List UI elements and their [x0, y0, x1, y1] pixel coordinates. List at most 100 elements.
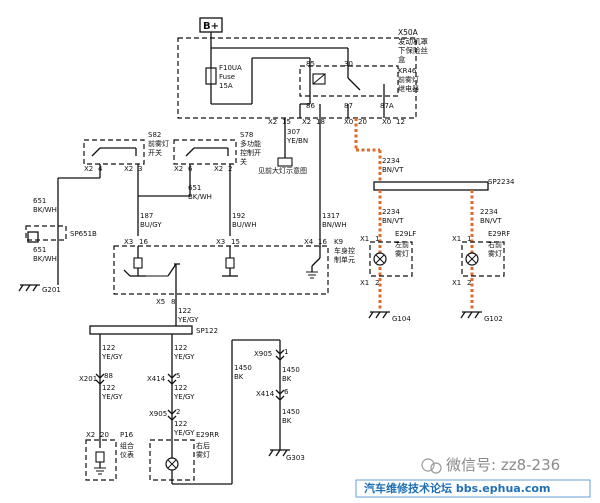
- wire-122a-color: YE/GY: [177, 316, 199, 324]
- wire-1450a-num: 1450: [234, 364, 252, 372]
- wire-122e-color: YE/GY: [173, 393, 195, 401]
- e29lf-pin-2: 2: [375, 279, 379, 287]
- s78-id: S78: [240, 131, 253, 139]
- wire-2234a-num: 2234: [382, 157, 400, 165]
- conn-x0-12-b: 12: [396, 118, 405, 126]
- relay-pin-30: 30: [344, 60, 353, 68]
- wire-307-color: YE/BN: [286, 137, 308, 145]
- wire-187-color: BU/GY: [140, 221, 162, 229]
- wire-1450c-num: 1450: [282, 408, 300, 416]
- wire-187-num: 187: [140, 212, 153, 220]
- wire-651b-num: 651: [188, 184, 201, 192]
- conn-x2-15-b: 15: [282, 118, 291, 126]
- p16-pin-20: 20: [100, 431, 109, 439]
- fuse-box-id: X50A: [398, 28, 419, 37]
- forum-banner-text: 汽车维修技术论坛 bbs.ephua.com: [364, 481, 550, 495]
- e29rf-id: E29RF: [488, 230, 510, 238]
- k9-pin-x5: X5: [156, 298, 165, 306]
- e29lf-pin-1: 1: [375, 235, 379, 243]
- wire-651a-num: 651: [33, 197, 46, 205]
- s82-name1: 前雾灯: [148, 139, 169, 148]
- e29lf-pin-x1: X1: [360, 235, 369, 243]
- wire-1450c-color: BK: [282, 417, 292, 425]
- k9-pin-16a: 16: [139, 238, 148, 246]
- e29lf-id: E29LF: [395, 230, 416, 238]
- lamp-e29rf: X1 1 X1 2 E29RF 右前 雾灯: [452, 230, 510, 287]
- splice-sp651b-box: [27, 231, 39, 243]
- fuse-box-name1: 发动机罩: [398, 36, 428, 46]
- e29rf-name1: 右前: [488, 240, 502, 249]
- wire-122f-color: YE/GY: [173, 429, 195, 437]
- wire-122a-num: 122: [178, 307, 191, 315]
- relay-pin-86: 86: [306, 102, 315, 110]
- wire-651c-color: BK/WH: [33, 255, 57, 263]
- relay-name1: 前雾灯: [398, 75, 419, 84]
- fuse-box-name2: 下保险丝: [398, 45, 428, 55]
- e29rr-name1: 右后: [196, 441, 210, 450]
- wire-122c-color: YE/GY: [101, 393, 123, 401]
- conn-x905a-pin: 2: [176, 408, 180, 416]
- conn-x414b: X414: [256, 390, 275, 398]
- s82-pin-x2a: X2: [84, 165, 93, 173]
- k9-pin-x3a: X3: [124, 238, 133, 246]
- e29rf-pin-1: 1: [467, 235, 471, 243]
- e29lf-pin-x1b: X1: [360, 279, 369, 287]
- fuse-rating: 15A: [219, 82, 233, 90]
- k9-pin-x4: X4: [304, 238, 314, 246]
- fuse-id: F10UA: [219, 64, 242, 72]
- k9-pin-16b: 16: [318, 238, 327, 246]
- fuse-box-label: X50A 发动机罩 下保险丝 盒: [398, 28, 428, 64]
- s78-name2: 控制开: [240, 148, 261, 157]
- p16-id: P16: [120, 431, 134, 439]
- conn-x414b-pin: 6: [284, 388, 289, 396]
- conn-x905b-pin: 1: [284, 348, 288, 356]
- wire-2234b-color: BN/VT: [382, 217, 404, 225]
- p16-name1: 组合: [120, 441, 134, 450]
- wire-122b-num: 122: [102, 344, 115, 352]
- conn-x905b: X905: [254, 350, 272, 358]
- module-k9: X3 16 X3 15 X4 16 K9 车身控 制单元: [113, 238, 355, 295]
- conn-x0-20-b: 20: [358, 118, 367, 126]
- wire-122e-num: 122: [174, 384, 187, 392]
- ground-g303: G303: [268, 449, 305, 462]
- wire-651b-color: BK/WH: [188, 193, 212, 201]
- wire-1317-color: BN/WH: [322, 221, 347, 229]
- k9-name2: 制单元: [334, 255, 355, 264]
- e29rr-name2: 雾灯: [196, 450, 210, 459]
- ground-g201-label: G201: [42, 286, 61, 294]
- wire-1450b-color: BK: [282, 375, 292, 383]
- fuse-f10ua: F10UA Fuse 15A: [205, 38, 242, 104]
- splice-sp2234: [373, 181, 489, 191]
- wire-651c-num: 651: [33, 246, 46, 254]
- conn-x201-pin: 88: [104, 372, 113, 380]
- wire-2234c-num: 2234: [480, 208, 498, 216]
- k9-pin-8: 8: [171, 298, 175, 306]
- ground-g201: G201: [18, 284, 61, 294]
- k9-pin-x3b: X3: [216, 238, 225, 246]
- e29rf-pin-x1b: X1: [452, 279, 461, 287]
- splice-sp122-label: SP122: [196, 327, 218, 335]
- switch-s78: S78 多功能 控制开 关 X2 6 X2 2: [173, 131, 261, 173]
- e29lf-name1: 左前: [395, 240, 409, 249]
- conn-x414a: X414: [147, 375, 166, 383]
- power-supply: B+: [199, 17, 223, 38]
- conn-x0-20-a: X0: [344, 118, 353, 126]
- e29rf-pin-x1: X1: [452, 235, 461, 243]
- wire-122b-color: YE/GY: [101, 353, 123, 361]
- conn-x0-12-a: X0: [382, 118, 391, 126]
- ground-g102: G102: [460, 311, 503, 323]
- relay-name2: 继电器: [398, 84, 419, 93]
- p16-pin-x2: X2: [86, 431, 95, 439]
- s82-pin-3: 3: [138, 165, 142, 173]
- s82-name2: 开关: [148, 148, 162, 157]
- conn-x905a: X905: [149, 410, 167, 418]
- instrument-cluster-p16: X2 20 P16 组合 仪表: [85, 431, 134, 481]
- wire-651a-color: BK/WH: [33, 206, 57, 214]
- wire-2234b-num: 2234: [382, 208, 400, 216]
- wire-2234a-color: BN/VT: [382, 166, 404, 174]
- switch-s82: S82 前雾灯 开关 X2 4 X2 3: [83, 131, 169, 173]
- wire-1450b-num: 1450: [282, 366, 300, 374]
- wire-122d-color: YE/GY: [173, 353, 195, 361]
- b-plus-label: B+: [203, 21, 219, 32]
- relay-id: KR46: [398, 67, 417, 75]
